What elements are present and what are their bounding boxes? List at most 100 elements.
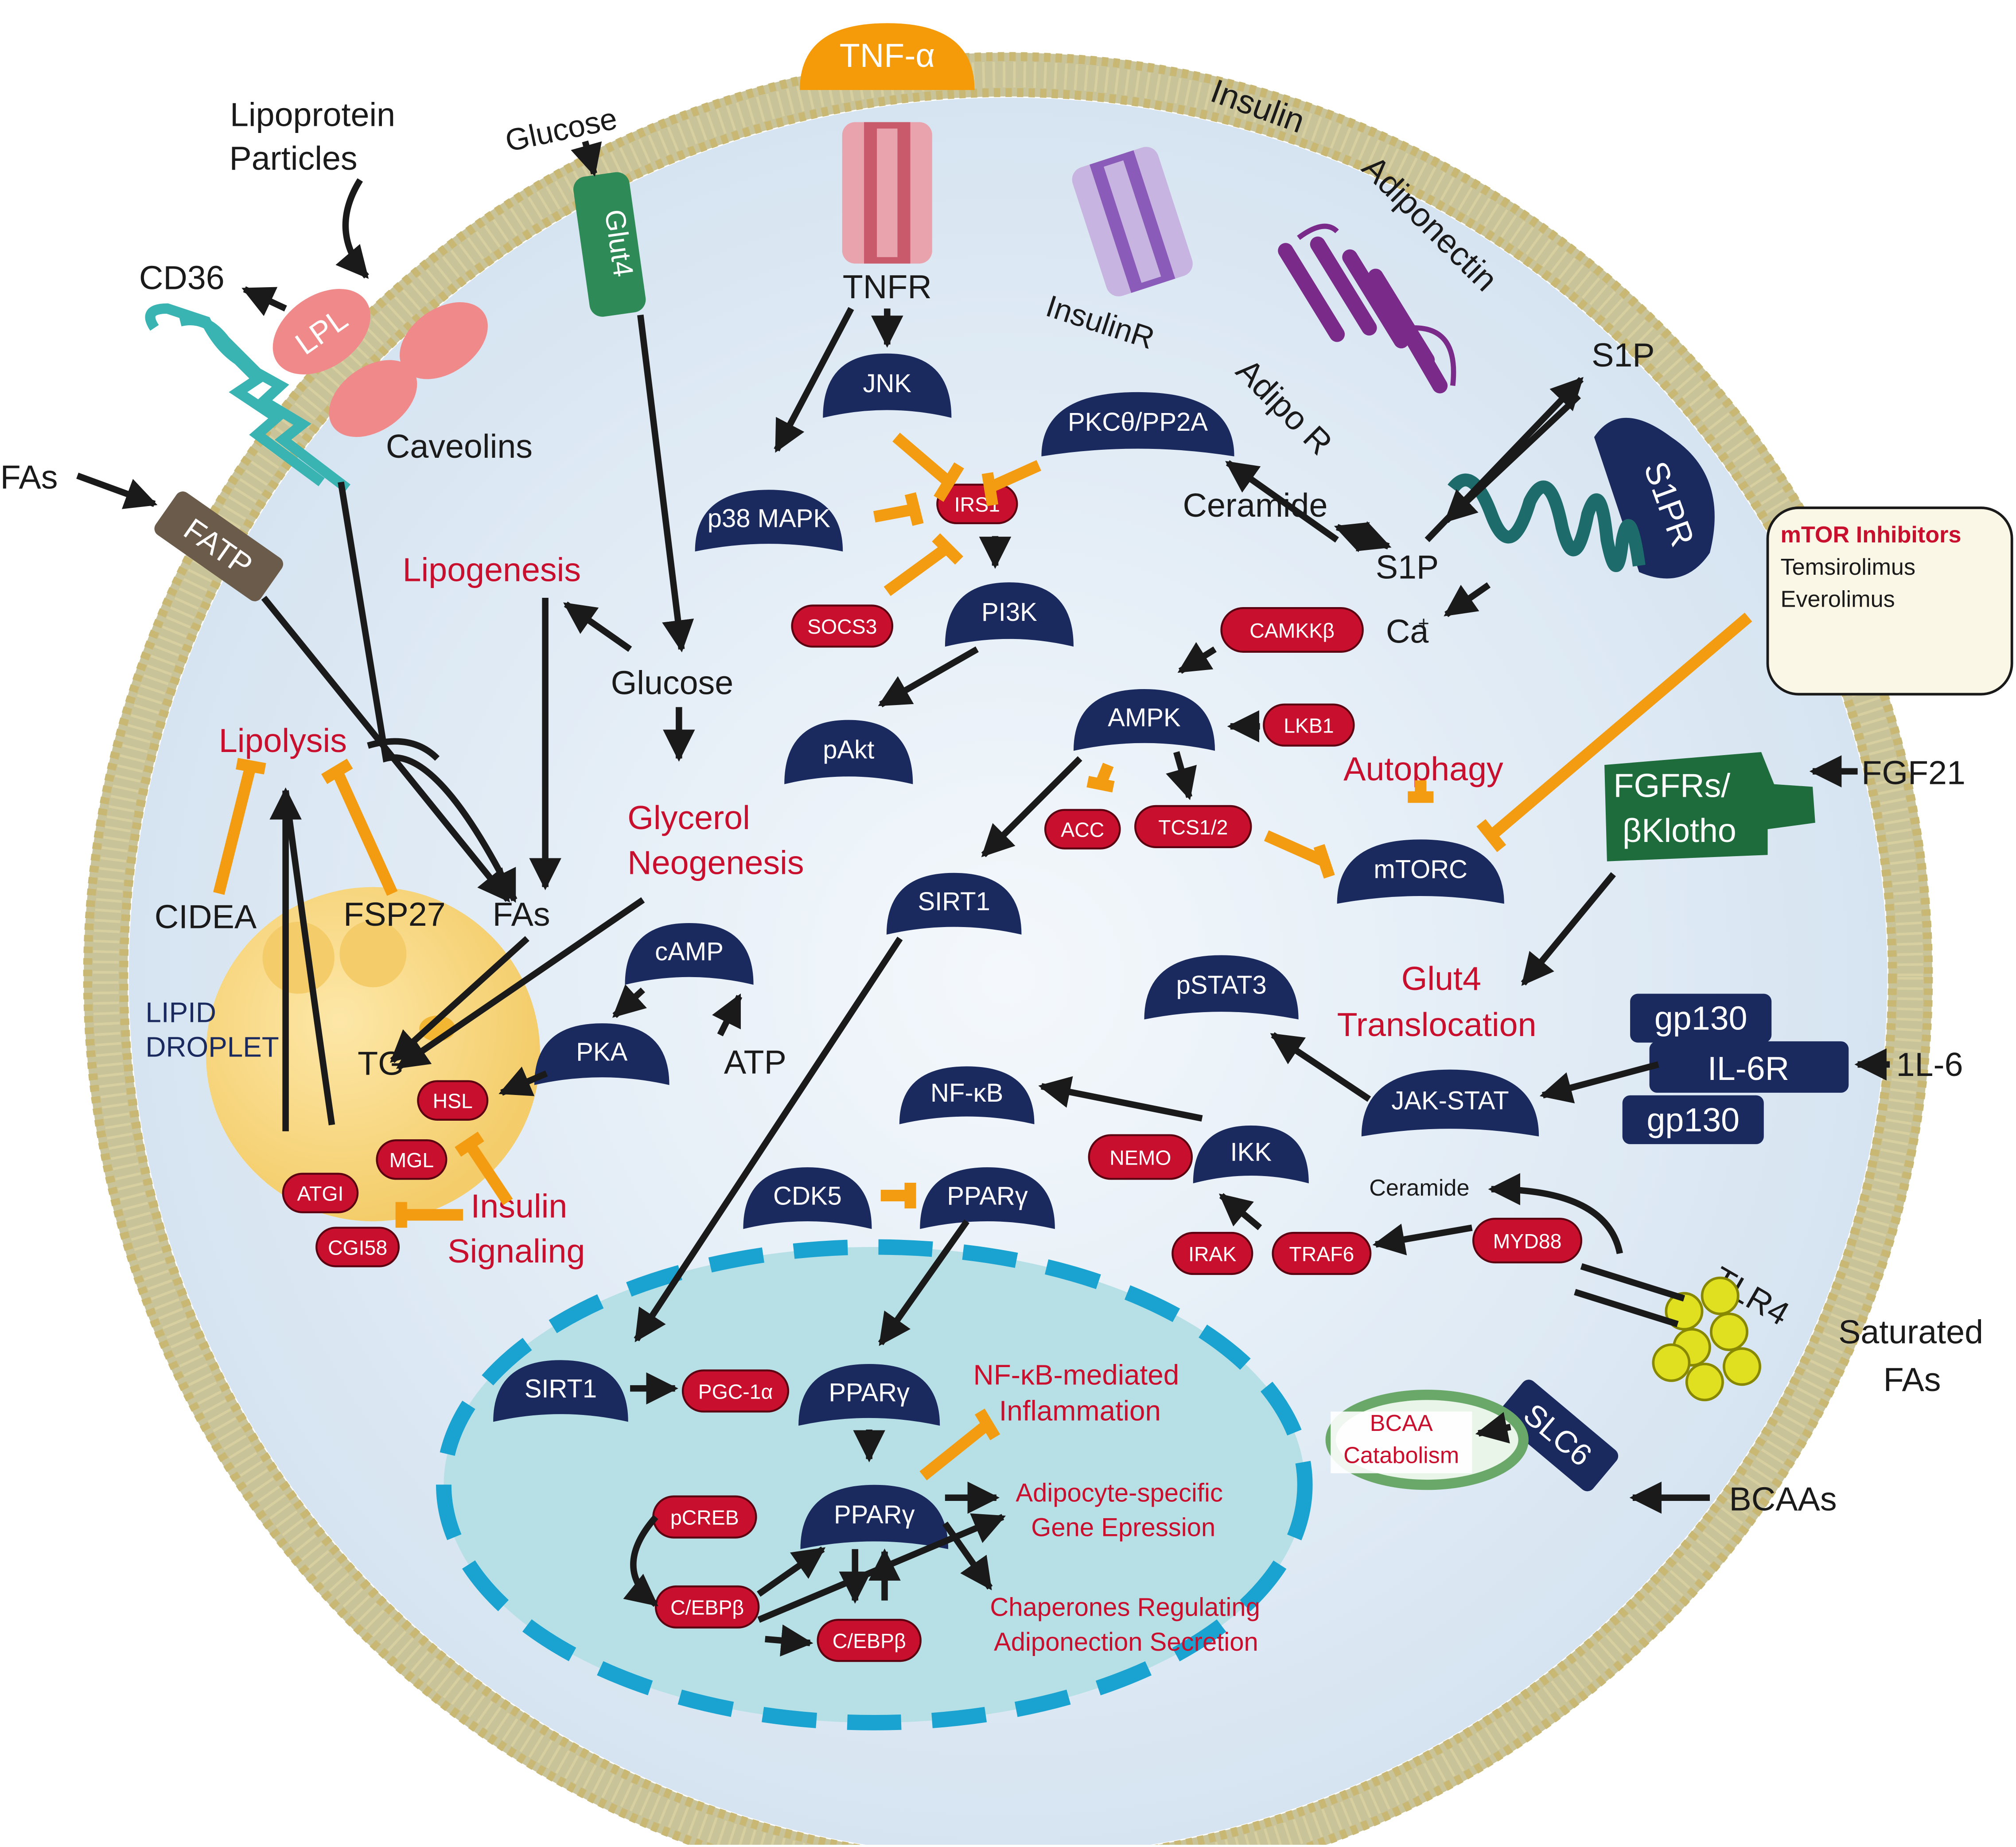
glycerol-label2: Neogenesis [627, 844, 804, 881]
node-cgi58: CGI58 [315, 1227, 400, 1267]
caveolins-shape [329, 302, 488, 437]
node-pgc: PGC-1α [681, 1369, 790, 1413]
fas-extracellular: FAs [0, 458, 58, 495]
node-label-atgi: ATGI [297, 1182, 344, 1205]
node-label-ppary-nuc1: PPARγ [829, 1378, 910, 1407]
fgfr-label2: βKlotho [1623, 812, 1736, 849]
chaperones-label1: Chaperones Regulating [990, 1593, 1260, 1622]
insulin-receptor [1072, 147, 1193, 296]
node-label-cebpb2: C/EBPβ [833, 1629, 906, 1652]
node-label-traf6: TRAF6 [1289, 1243, 1354, 1266]
node-p38: p38 MAPK [695, 490, 843, 552]
lipid-droplet-label1: LIPID [145, 996, 216, 1028]
node-label-mtorc: mTORC [1374, 855, 1467, 884]
fas-intracellular: FAs [493, 896, 550, 933]
node-label-pstat3: pSTAT3 [1176, 971, 1266, 1000]
arrows [76, 140, 1890, 1657]
node-label-cebpb1: C/EBPβ [670, 1596, 744, 1619]
node-label-pakt: pAkt [823, 736, 874, 764]
atp-label: ATP [724, 1043, 786, 1080]
glucose-intracellular: Glucose [611, 664, 734, 701]
node-label-camkkb: CAMKKβ [1249, 619, 1335, 642]
node-myd88: MYD88 [1472, 1218, 1583, 1264]
node-ppary-nuc2: PPARγ [800, 1485, 949, 1549]
node-sirt1-nuc: SIRT1 [493, 1360, 628, 1422]
ceramide2-label: Ceramide [1369, 1175, 1469, 1201]
node-lkb1: LKB1 [1263, 703, 1355, 747]
insulin-signaling-label1: Insulin [471, 1187, 567, 1224]
bcaas-label: BCAAs [1729, 1481, 1837, 1518]
node-nemo: NEMO [1088, 1134, 1193, 1180]
node-label-nfkb: NF-κB [930, 1079, 1003, 1107]
node-cebpb1: C/EBPβ [654, 1585, 760, 1629]
node-label-pkc: PKCθ/PP2A [1068, 408, 1208, 436]
nfkb-inflammation-label2: Inflammation [999, 1395, 1161, 1427]
node-pi3k: PI3K [945, 582, 1074, 647]
node-label-myd88: MYD88 [1493, 1230, 1562, 1253]
node-label-jnk: JNK [863, 369, 911, 398]
node-label-pi3k: PI3K [981, 598, 1037, 627]
lipoprotein-label: Lipoprotein [230, 96, 395, 133]
node-mgl: MGL [376, 1139, 448, 1180]
lipolysis-label: Lipolysis [219, 722, 347, 759]
s1p-intracellular: S1P [1376, 548, 1439, 585]
node-tcs: TCS1/2 [1134, 805, 1252, 848]
node-label-tcs: TCS1/2 [1158, 816, 1228, 839]
node-ikk: IKK [1193, 1125, 1309, 1184]
il6-label: 1L-6 [1896, 1046, 1963, 1083]
lpl-protein: LPL [272, 288, 370, 374]
node-cebpb2: C/EBPβ [817, 1619, 922, 1662]
node-label-ampk: AMPK [1108, 703, 1181, 732]
inhibition-lines [213, 433, 1752, 1481]
tnf-alpha-ligand: TNF-α [800, 23, 975, 90]
lipogenesis-label: Lipogenesis [403, 551, 581, 588]
node-ppary-nuc1: PPARγ [798, 1364, 940, 1426]
bcaa-label1: BCAA [1370, 1411, 1433, 1436]
glycerol-label1: Glycerol [627, 799, 750, 836]
node-cdk5: CDK5 [743, 1167, 872, 1229]
node-label-pcreb: pCREB [670, 1506, 739, 1529]
node-label-socs3: SOCS3 [807, 615, 877, 638]
temsirolimus: Temsirolimus [1781, 554, 1916, 580]
s1p-gpcr [1448, 473, 1646, 572]
node-nfkb: NF-κB [899, 1066, 1035, 1124]
node-mtorc: mTORC [1337, 839, 1504, 904]
node-hsl: HSL [417, 1080, 489, 1121]
mtor-box-title: mTOR Inhibitors [1781, 522, 1962, 548]
node-irak: IRAK [1171, 1231, 1253, 1275]
node-label-cgi58: CGI58 [328, 1236, 387, 1259]
node-pka: PKA [534, 1023, 669, 1085]
node-label-cdk5: CDK5 [773, 1181, 842, 1210]
node-label-acc: ACC [1061, 818, 1104, 842]
node-jnk: JNK [823, 353, 952, 418]
node-jakstat: JAK-STAT [1361, 1069, 1539, 1137]
node-ppary-cyto: PPARγ [920, 1167, 1055, 1229]
bcaa-label2: Catabolism [1343, 1442, 1459, 1468]
node-traf6: TRAF6 [1272, 1231, 1372, 1275]
node-label-hsl: HSL [433, 1090, 473, 1113]
node-acc: ACC [1044, 809, 1121, 849]
tnfr-label: TNFR [843, 268, 932, 305]
mtor-inhibitors-box: mTOR Inhibitors Temsirolimus Everolimus [1766, 507, 2013, 696]
glut4-trans-label2: Translocation [1337, 1006, 1537, 1043]
saturated-label: Saturated [1838, 1313, 1983, 1351]
caveolins-label: Caveolins [386, 428, 533, 465]
adipo-gene-label1: Adipocyte-specific [1016, 1478, 1223, 1507]
node-label-sirt1-cyto: SIRT1 [918, 887, 990, 916]
adipo-gene-label2: Gene Epression [1031, 1513, 1215, 1542]
node-label-sirt1-nuc: SIRT1 [525, 1374, 597, 1403]
fgf21-label: FGF21 [1861, 754, 1965, 791]
il6r-label: IL-6R [1708, 1050, 1789, 1087]
adipo-receptor [1278, 236, 1448, 394]
node-label-irak: IRAK [1188, 1243, 1236, 1266]
cidea-label: CIDEA [155, 898, 257, 935]
node-camp: cAMP [625, 923, 754, 985]
node-sirt1-cyto: SIRT1 [886, 873, 1022, 935]
tnf-label: TNF-α [840, 37, 935, 74]
nfkb-inflammation-label1: NF-κB-mediated [973, 1359, 1179, 1391]
node-camkkb: CAMKKβ [1220, 607, 1364, 653]
fgfr-label1: FGFRs/ [1613, 767, 1730, 804]
node-label-mgl: MGL [389, 1149, 434, 1172]
s1p-extracellular: S1P [1592, 336, 1655, 374]
